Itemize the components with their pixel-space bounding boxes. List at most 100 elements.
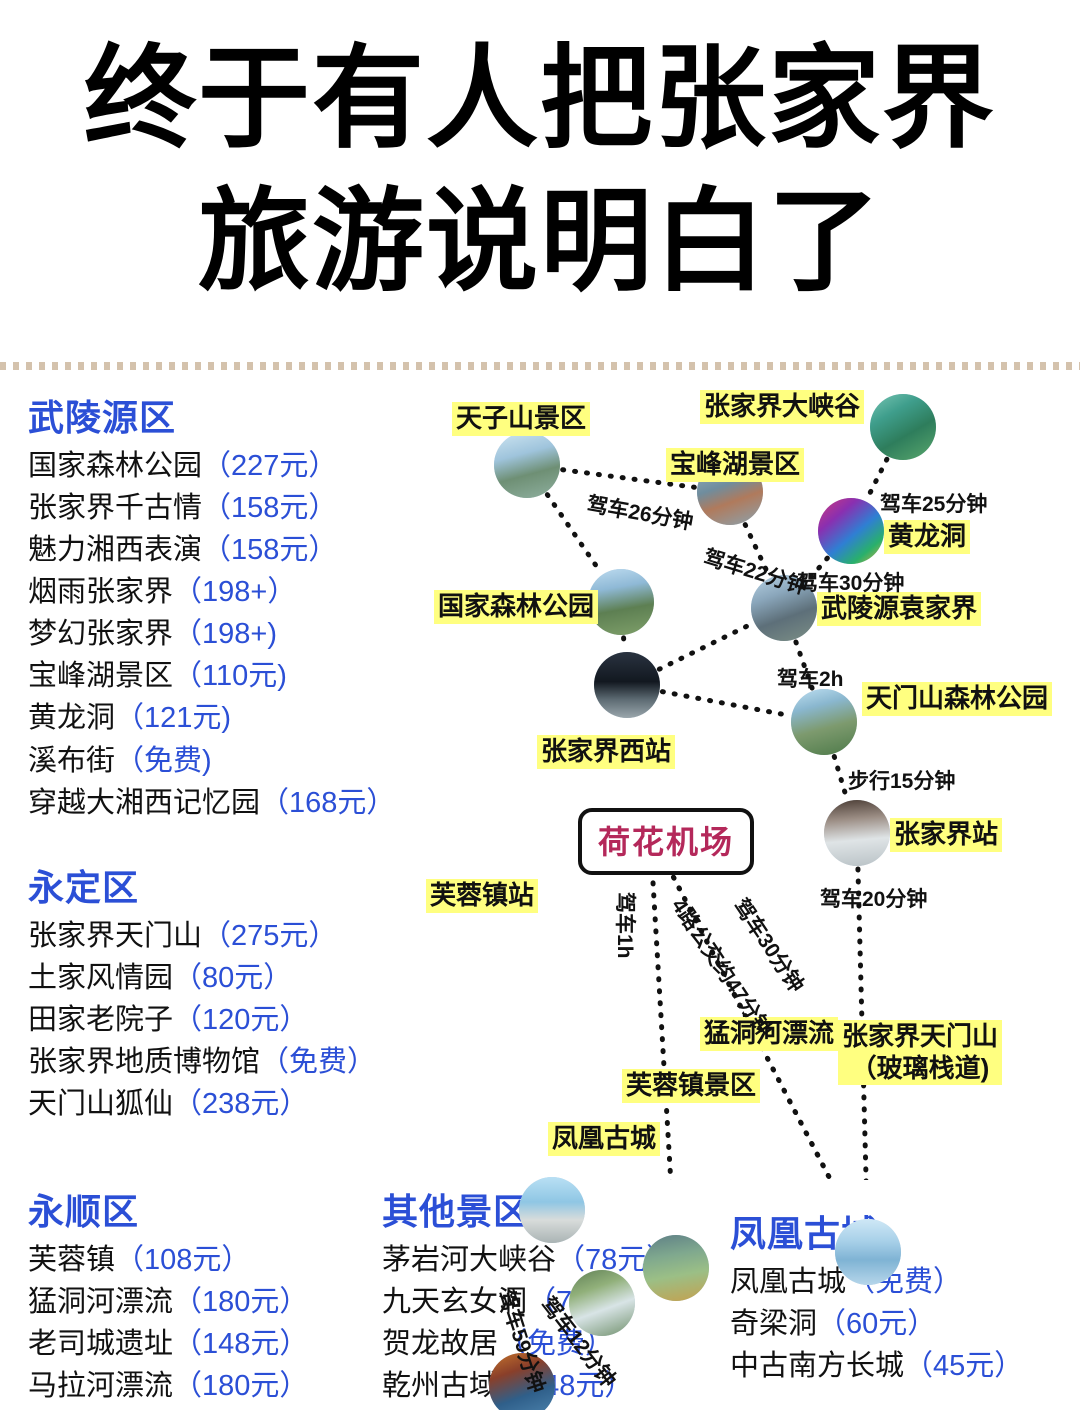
map-edge-huanglongdong-to-yuanjiajie — [805, 555, 830, 584]
item-price: （110元) — [173, 660, 287, 693]
item-name: 溪布街 — [28, 744, 116, 777]
map-edge-zhangjiajie_z-to-bolizhandao — [855, 866, 869, 1180]
list-item: 奇梁洞（60元） — [730, 1303, 1023, 1345]
map-node-tianzishan[interactable] — [494, 432, 560, 498]
item-name: 奇梁洞 — [730, 1308, 818, 1341]
item-price: （198+） — [173, 576, 297, 609]
map-node-label-tianmenshan: 天门山森林公园 — [862, 682, 1053, 716]
dotted-divider — [0, 362, 1080, 370]
route-map: 天子山景区张家界大峡谷宝峰湖景区黄龙洞国家森林公园武陵源袁家界张家界西站天门山森… — [0, 380, 1080, 1410]
map-node-tianmenshan[interactable] — [791, 689, 857, 755]
map-node-label-furongzhenjq: 芙蓉镇景区 — [622, 1069, 761, 1103]
list-item: 穿越大湘西记忆园（168元） — [28, 782, 395, 824]
list-item: 烟雨张家界（198+） — [28, 571, 395, 613]
item-name: 国家森林公园 — [28, 450, 203, 483]
mountain-peaks-blue-thumbnail — [494, 432, 560, 498]
map-node-guojiasenlin[interactable] — [588, 569, 654, 635]
map-node-label-daxiagu: 张家界大峡谷 — [700, 390, 865, 424]
map-node-yuanjiajie[interactable] — [751, 575, 817, 641]
map-edge-tianzishan-to-baofenghu — [560, 467, 697, 490]
list-item: 魅力湘西表演（158元） — [28, 529, 395, 571]
item-name: 宝峰湖景区 — [28, 660, 174, 693]
item-price: （免费) — [115, 744, 212, 777]
map-edge-xizhan-to-tianmenshan — [659, 689, 792, 718]
item-name: 茅岩河大峡谷 — [382, 1244, 557, 1277]
map-node-label-guojiasenlin: 国家森林公园 — [434, 590, 599, 624]
item-name: 贺龙故居 — [382, 1328, 499, 1361]
section-item-list: 张家界天门山（275元） 土家风情园（80元） 田家老院子（120元） 张家界地… — [28, 915, 376, 1125]
item-price: （108元） — [115, 1244, 251, 1277]
title-line-2: 旅游说明白了 — [198, 177, 882, 308]
item-name: 芙蓉镇 — [28, 1244, 116, 1277]
item-price: （120元） — [173, 1004, 309, 1037]
map-node-zhangjiajie_z[interactable] — [824, 800, 890, 866]
map-edge-tianzishan-to-guojiasenlin — [544, 492, 604, 575]
map-edge-label: 驾车30分钟 — [797, 572, 905, 595]
item-name: 乾州古域 — [382, 1370, 499, 1403]
map-node-menhonghe[interactable] — [643, 1235, 709, 1301]
item-name: 天门山狐仙 — [28, 1088, 174, 1121]
map-edge-daxiagu-to-huanglongdong — [864, 456, 890, 502]
item-price: （158元） — [202, 534, 338, 567]
list-item: 张家界地质博物馆（免费） — [28, 1041, 376, 1083]
list-item: 梦幻张家界（198+) — [28, 613, 395, 655]
item-name: 烟雨张家界 — [28, 576, 174, 609]
map-node-label-furongzhenzhan: 芙蓉镇站 — [426, 879, 539, 913]
list-item: 猛洞河漂流（180元） — [28, 1281, 308, 1323]
waterfall-green-thumbnail — [870, 394, 936, 460]
item-name: 马拉河漂流 — [28, 1370, 174, 1403]
map-node-label-zhangjiajie_z: 张家界站 — [890, 818, 1003, 852]
cave-lights-thumbnail — [818, 498, 884, 564]
map-node-huanglongdong[interactable] — [818, 498, 884, 564]
map-node-bolizhandao[interactable] — [835, 1219, 901, 1285]
item-price: （180元） — [173, 1370, 309, 1403]
map-node-daxiagu[interactable] — [870, 394, 936, 460]
map-node-furongzhenjq[interactable] — [569, 1270, 635, 1336]
airport-box[interactable]: 荷花机场 — [578, 808, 755, 875]
section-heading: 其他景区 — [382, 1191, 531, 1232]
list-item: 张家界天门山（275元） — [28, 915, 376, 957]
map-node-label-baofenghu: 宝峰湖景区 — [666, 448, 805, 482]
list-item: 张家界千古情（158元） — [28, 487, 395, 529]
item-price: （227元） — [202, 450, 338, 483]
map-edge-label: 驾车1h — [613, 892, 636, 959]
station-night-thumbnail — [594, 652, 660, 718]
section-heading: 永顺区 — [28, 1191, 140, 1232]
list-item: 中古南方长城（45元） — [730, 1345, 1023, 1387]
item-price: （121元) — [115, 702, 232, 735]
map-node-label-fenghuanggc: 凤凰古城 — [548, 1122, 661, 1156]
map-edge-yuanjiajie-to-tianmenshan — [793, 639, 815, 691]
section-yongding: 永定区 张家界天门山（275元） 土家风情园（80元） 田家老院子（120元） … — [28, 866, 376, 1125]
item-name: 土家风情园 — [28, 962, 174, 995]
list-item: 土家风情园（80元） — [28, 957, 376, 999]
map-node-xizhan[interactable] — [594, 652, 660, 718]
map-node-label-menhonghe: 猛洞河漂流 — [700, 1017, 839, 1051]
map-edge-xizhan-to-yuanjiajie — [656, 621, 755, 672]
item-price: （45元） — [904, 1350, 1024, 1383]
item-name: 张家界天门山 — [28, 920, 203, 953]
map-node-label-huanglongdong: 黄龙洞 — [884, 520, 971, 554]
title-line-1: 终于有人把张家界 — [84, 34, 996, 164]
airport-label: 荷花机场 — [598, 824, 735, 860]
map-node-label-xizhan: 张家界西站 — [537, 735, 676, 769]
item-price: （180元） — [173, 1286, 309, 1319]
section-wulingyuan: 武陵源区 国家森林公园（227元） 张家界千古情（158元） 魅力湘西表演（15… — [28, 396, 395, 824]
section-item-list: 芙蓉镇（108元） 猛洞河漂流（180元） 老司城遗址（148元） 马拉河漂流（… — [28, 1239, 308, 1407]
list-item: 茅岩河大峡谷（78元） — [382, 1239, 675, 1281]
map-node-furongzhenzhan[interactable] — [519, 1177, 585, 1243]
section-item-list: 国家森林公园（227元） 张家界千古情（158元） 魅力湘西表演（158元） 烟… — [28, 445, 395, 823]
page-title: 终于有人把张家界 旅游说明白了 — [0, 28, 1080, 315]
list-item: 田家老院子（120元） — [28, 999, 376, 1041]
list-item: 宝峰湖景区（110元) — [28, 655, 395, 697]
river-raft-thumbnail — [643, 1235, 709, 1301]
map-node-fenghuanggc[interactable] — [489, 1353, 555, 1410]
list-item: 天门山狐仙（238元） — [28, 1083, 376, 1125]
item-price: （80元） — [173, 962, 293, 995]
list-item: 芙蓉镇（108元） — [28, 1239, 308, 1281]
section-yongshun: 永顺区 芙蓉镇（108元） 猛洞河漂流（180元） 老司城遗址（148元） 马拉… — [28, 1190, 308, 1407]
platform-thumbnail — [824, 800, 890, 866]
map-edge-tianmenshan-to-zhangjiajie_z — [831, 754, 850, 801]
section-heading: 武陵源区 — [28, 397, 177, 438]
map-edge-label: 步行15分钟 — [848, 770, 956, 793]
